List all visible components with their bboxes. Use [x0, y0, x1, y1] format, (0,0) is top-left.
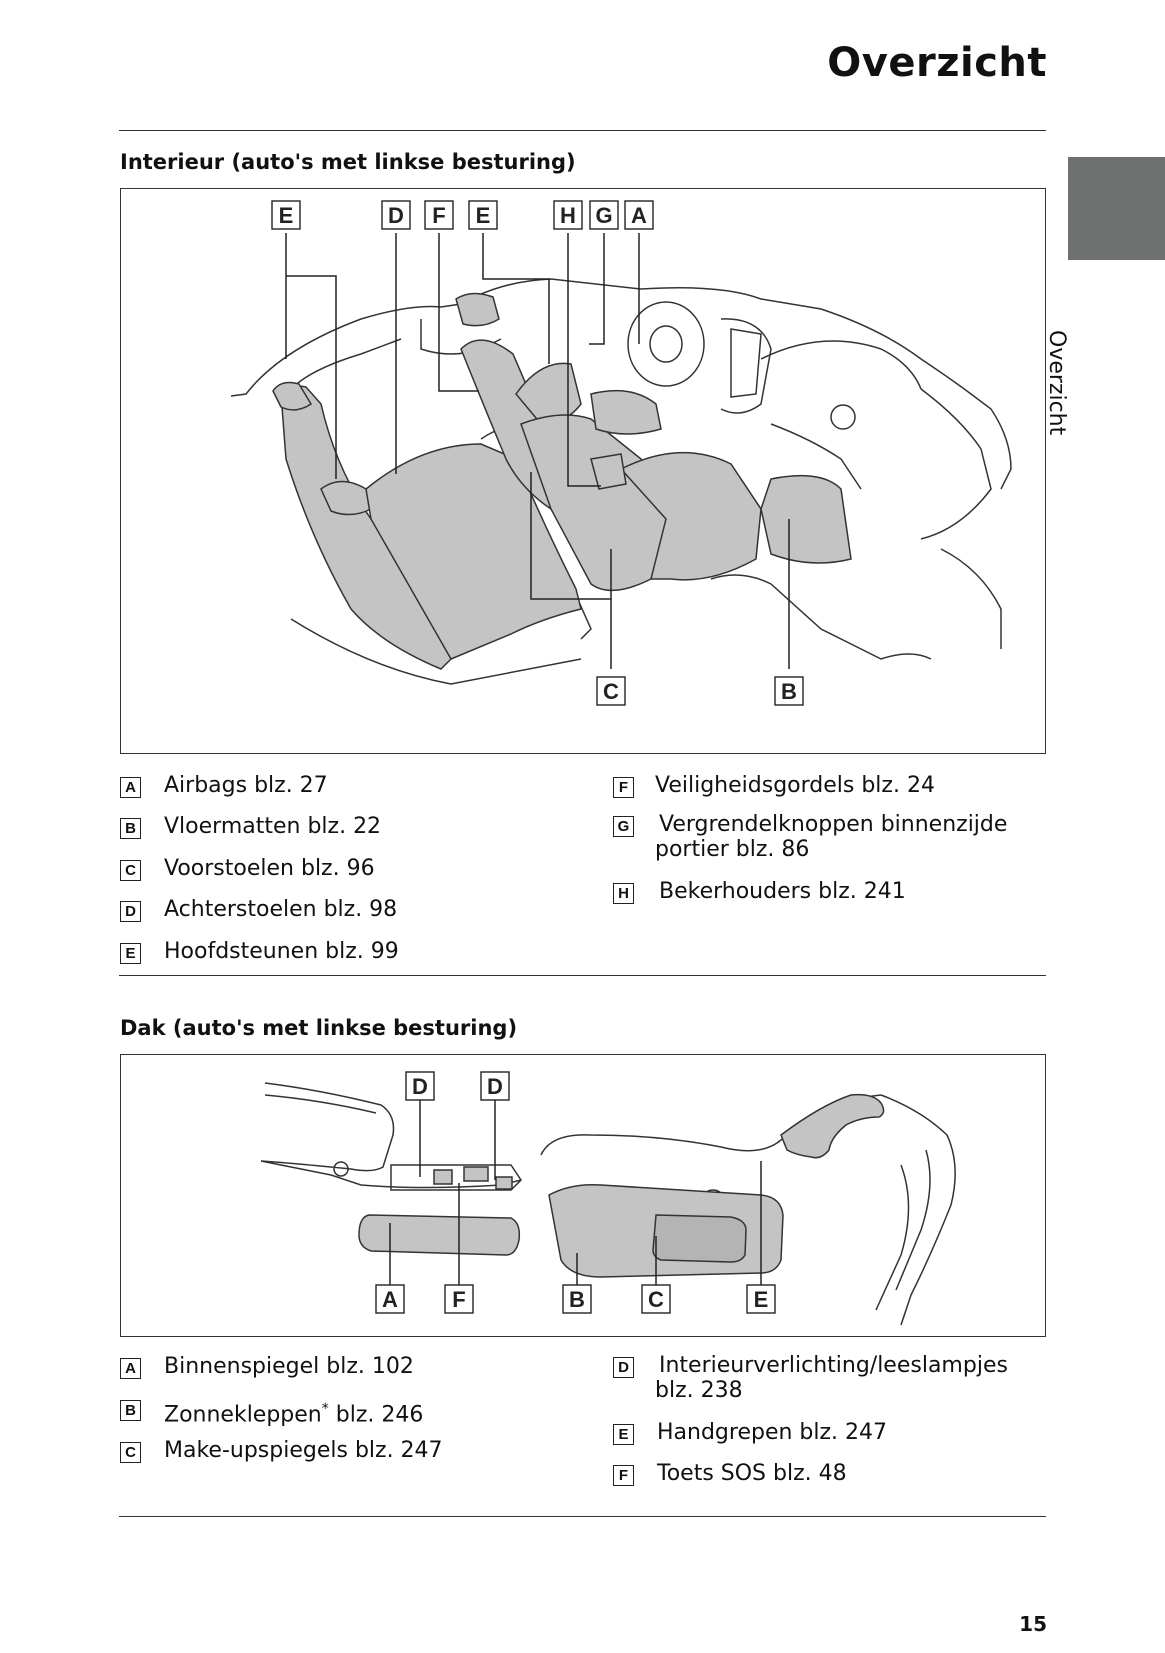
roof-callout-E: E — [746, 1284, 776, 1314]
callout-C: C — [596, 676, 626, 706]
callout-A: A — [624, 200, 654, 230]
chapter-tab-label: Overzicht — [1044, 330, 1069, 436]
svg-text:D: D — [412, 1074, 428, 1099]
roof-illustration: D D A F B C E — [260, 1071, 956, 1326]
interior-illustration: E D F E H G A C — [230, 200, 1012, 706]
svg-text:C: C — [648, 1287, 664, 1312]
roof-callout-F: F — [444, 1284, 474, 1314]
svg-text:H: H — [560, 203, 576, 228]
callout-F: F — [424, 200, 454, 230]
interior-section-title: Interieur (auto's met linkse besturing) — [120, 150, 576, 174]
callout-E-2: E — [468, 200, 498, 230]
chapter-tab — [1068, 157, 1165, 260]
page-number: 15 — [1019, 1612, 1047, 1636]
svg-text:B: B — [781, 679, 797, 704]
svg-text:G: G — [595, 203, 612, 228]
svg-text:A: A — [631, 203, 647, 228]
svg-text:A: A — [382, 1287, 398, 1312]
section-divider — [119, 975, 1046, 976]
svg-text:B: B — [569, 1287, 585, 1312]
svg-text:F: F — [452, 1287, 465, 1312]
svg-text:E: E — [754, 1287, 769, 1312]
footer-rule — [119, 1516, 1046, 1517]
page-title: Overzicht — [827, 40, 1047, 86]
roof-callout-A: A — [375, 1284, 405, 1314]
callout-G: G — [589, 200, 619, 230]
interior-figure: E D F E H G A C — [120, 188, 1046, 754]
svg-text:D: D — [388, 203, 404, 228]
callout-B: B — [774, 676, 804, 706]
roof-section-title: Dak (auto's met linkse besturing) — [120, 1016, 518, 1040]
callout-E-1: E — [271, 200, 301, 230]
roof-callout-C: C — [641, 1284, 671, 1314]
svg-text:D: D — [487, 1074, 503, 1099]
callout-D: D — [381, 200, 411, 230]
svg-text:E: E — [476, 203, 491, 228]
roof-callout-D-2: D — [480, 1071, 510, 1101]
header-rule — [119, 130, 1046, 131]
roof-callout-D-1: D — [405, 1071, 435, 1101]
roof-figure: D D A F B C E — [120, 1054, 1046, 1337]
svg-text:F: F — [432, 203, 445, 228]
callout-H: H — [553, 200, 583, 230]
svg-text:C: C — [603, 679, 619, 704]
svg-text:E: E — [279, 203, 294, 228]
roof-callout-B: B — [562, 1284, 592, 1314]
